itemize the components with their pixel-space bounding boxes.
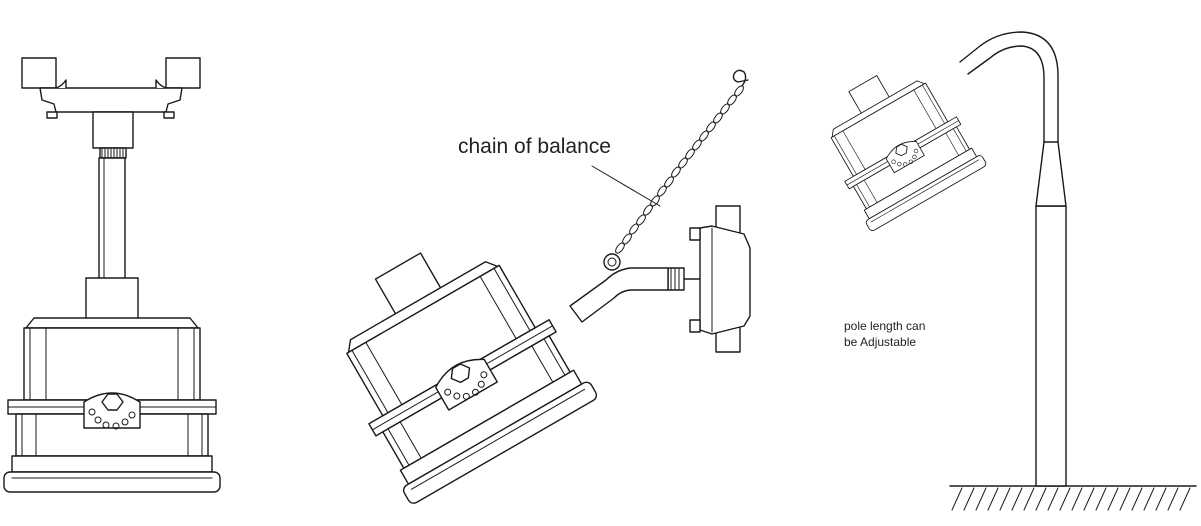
chain-leader-line [591,165,661,207]
pole-mounted-lamp [804,31,1197,511]
pole-length-label: pole length can be Adjustable [844,318,925,350]
wall-bracket-lamp [303,69,751,507]
pole-label-line-1: pole length can [844,319,926,333]
ceiling-mounted-lamp [3,57,221,493]
pole-label-line-2: be Adjustable [844,335,917,349]
chain-of-balance-label: chain of balance [458,135,611,158]
